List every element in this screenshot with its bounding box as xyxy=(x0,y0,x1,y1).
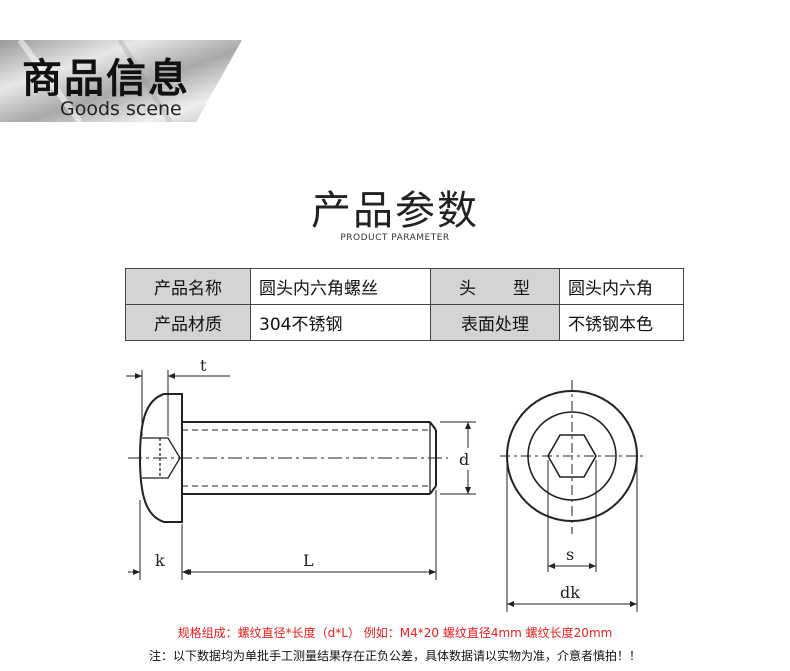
dimension-k-l xyxy=(128,490,437,580)
goods-scene-banner: 商品信息 Goods scene xyxy=(0,40,242,122)
table-cell-label: 表面处理 xyxy=(430,304,560,341)
label-s: s xyxy=(566,545,574,564)
dimension-d xyxy=(440,421,476,495)
table-cell-value: 不锈钢本色 xyxy=(559,304,684,341)
table-cell-value: 304不锈钢 xyxy=(250,304,431,341)
screw-side-view xyxy=(128,393,448,523)
table-cell-label: 产品名称 xyxy=(125,268,251,305)
label-l: L xyxy=(303,551,314,570)
label-k: k xyxy=(155,551,165,570)
screw-end-view xyxy=(500,380,644,612)
section-title: 产品参数 xyxy=(311,188,479,234)
spec-format-note: 规格组成：螺纹直径*长度（d*L） 例如：M4*20 螺纹直径4mm 螺纹长度2… xyxy=(177,626,613,640)
section-subtitle: PRODUCT PARAMETER xyxy=(340,233,450,243)
label-t: t xyxy=(200,356,207,375)
dimension-t xyxy=(126,370,230,436)
spec-table: 产品名称 圆头内六角螺丝 头 型 圆头内六角 产品材质 304不锈钢 表面处理 … xyxy=(125,268,684,341)
banner-subtitle: Goods scene xyxy=(60,98,182,120)
table-row: 产品名称 圆头内六角螺丝 头 型 圆头内六角 xyxy=(125,268,684,305)
table-cell-value: 圆头内六角 xyxy=(559,268,684,305)
table-cell-label: 头 型 xyxy=(430,268,560,305)
table-cell-label: 产品材质 xyxy=(125,304,251,341)
table-cell-value: 圆头内六角螺丝 xyxy=(250,268,431,305)
table-row: 产品材质 304不锈钢 表面处理 不锈钢本色 xyxy=(125,304,684,341)
screw-technical-drawing: t d k L s dk xyxy=(126,356,644,612)
banner-title: 商品信息 xyxy=(22,56,190,102)
label-dk: dk xyxy=(560,583,580,602)
disclaimer-note: 注：以下数据均为单批手工测量结果存在正负公差，具体数据请以实物为准，介意者慎拍！… xyxy=(148,649,641,663)
banner-background xyxy=(0,40,242,122)
label-d: d xyxy=(459,450,469,469)
